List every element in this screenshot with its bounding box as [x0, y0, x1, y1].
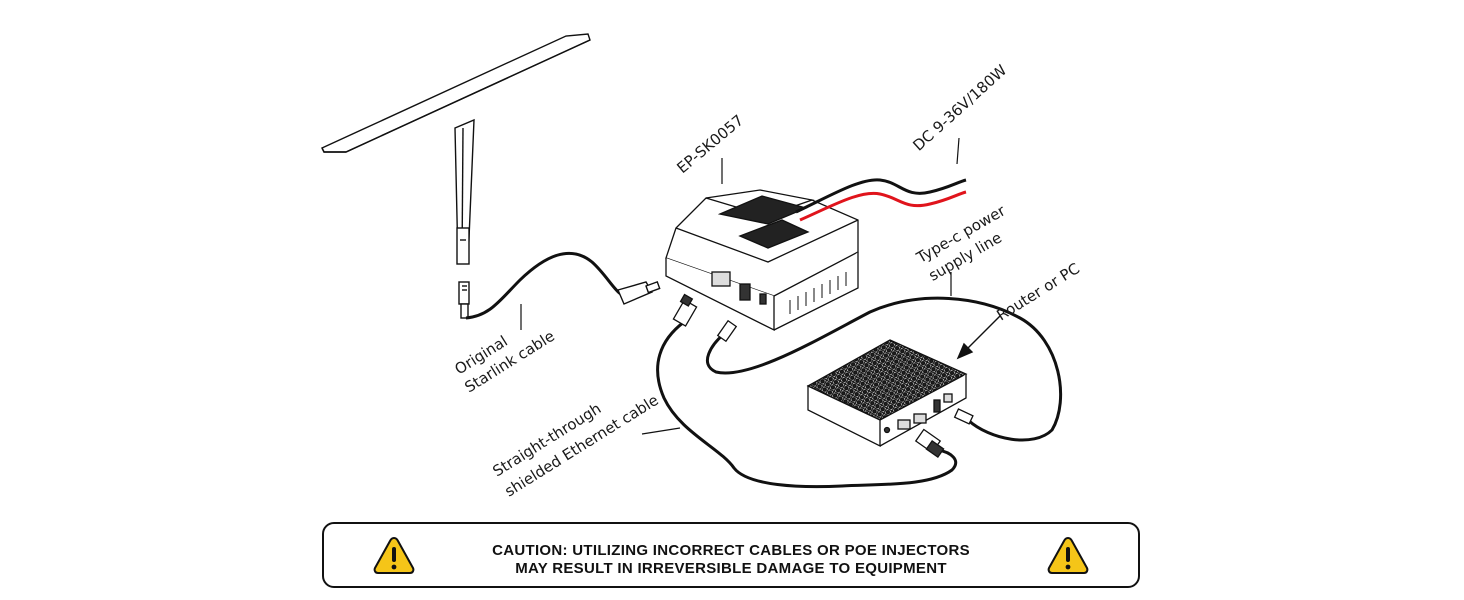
starlink-cable: [465, 251, 631, 320]
dc-cable-red: [799, 190, 967, 222]
starlink-cable-connector: [617, 280, 661, 305]
warning-triangle-icon: [1047, 536, 1089, 574]
ethernet-plug-device: [672, 293, 698, 327]
caution-line-2: MAY RESULT IN IRREVERSIBLE DAMAGE TO EQU…: [515, 560, 947, 577]
typec-plug-router: [953, 408, 974, 425]
typec-cable: [705, 296, 1063, 442]
warning-triangle-icon: [373, 536, 415, 574]
caution-line-1: CAUTION: UTILIZING INCORRECT CABLES OR P…: [492, 542, 970, 559]
router-box: [806, 339, 968, 448]
typec-plug-device: [716, 319, 738, 343]
ethernet-cable: [656, 320, 958, 489]
starlink-dish: [321, 33, 591, 319]
router-arrow: [956, 315, 1001, 360]
ethernet-plug-router: [914, 428, 945, 459]
ep-sk0057-device: [665, 189, 859, 332]
caution-box: CAUTION: UTILIZING INCORRECT CABLES OR P…: [322, 522, 1140, 588]
dc-cable-black: [795, 178, 967, 214]
leader-lines: [520, 137, 960, 435]
